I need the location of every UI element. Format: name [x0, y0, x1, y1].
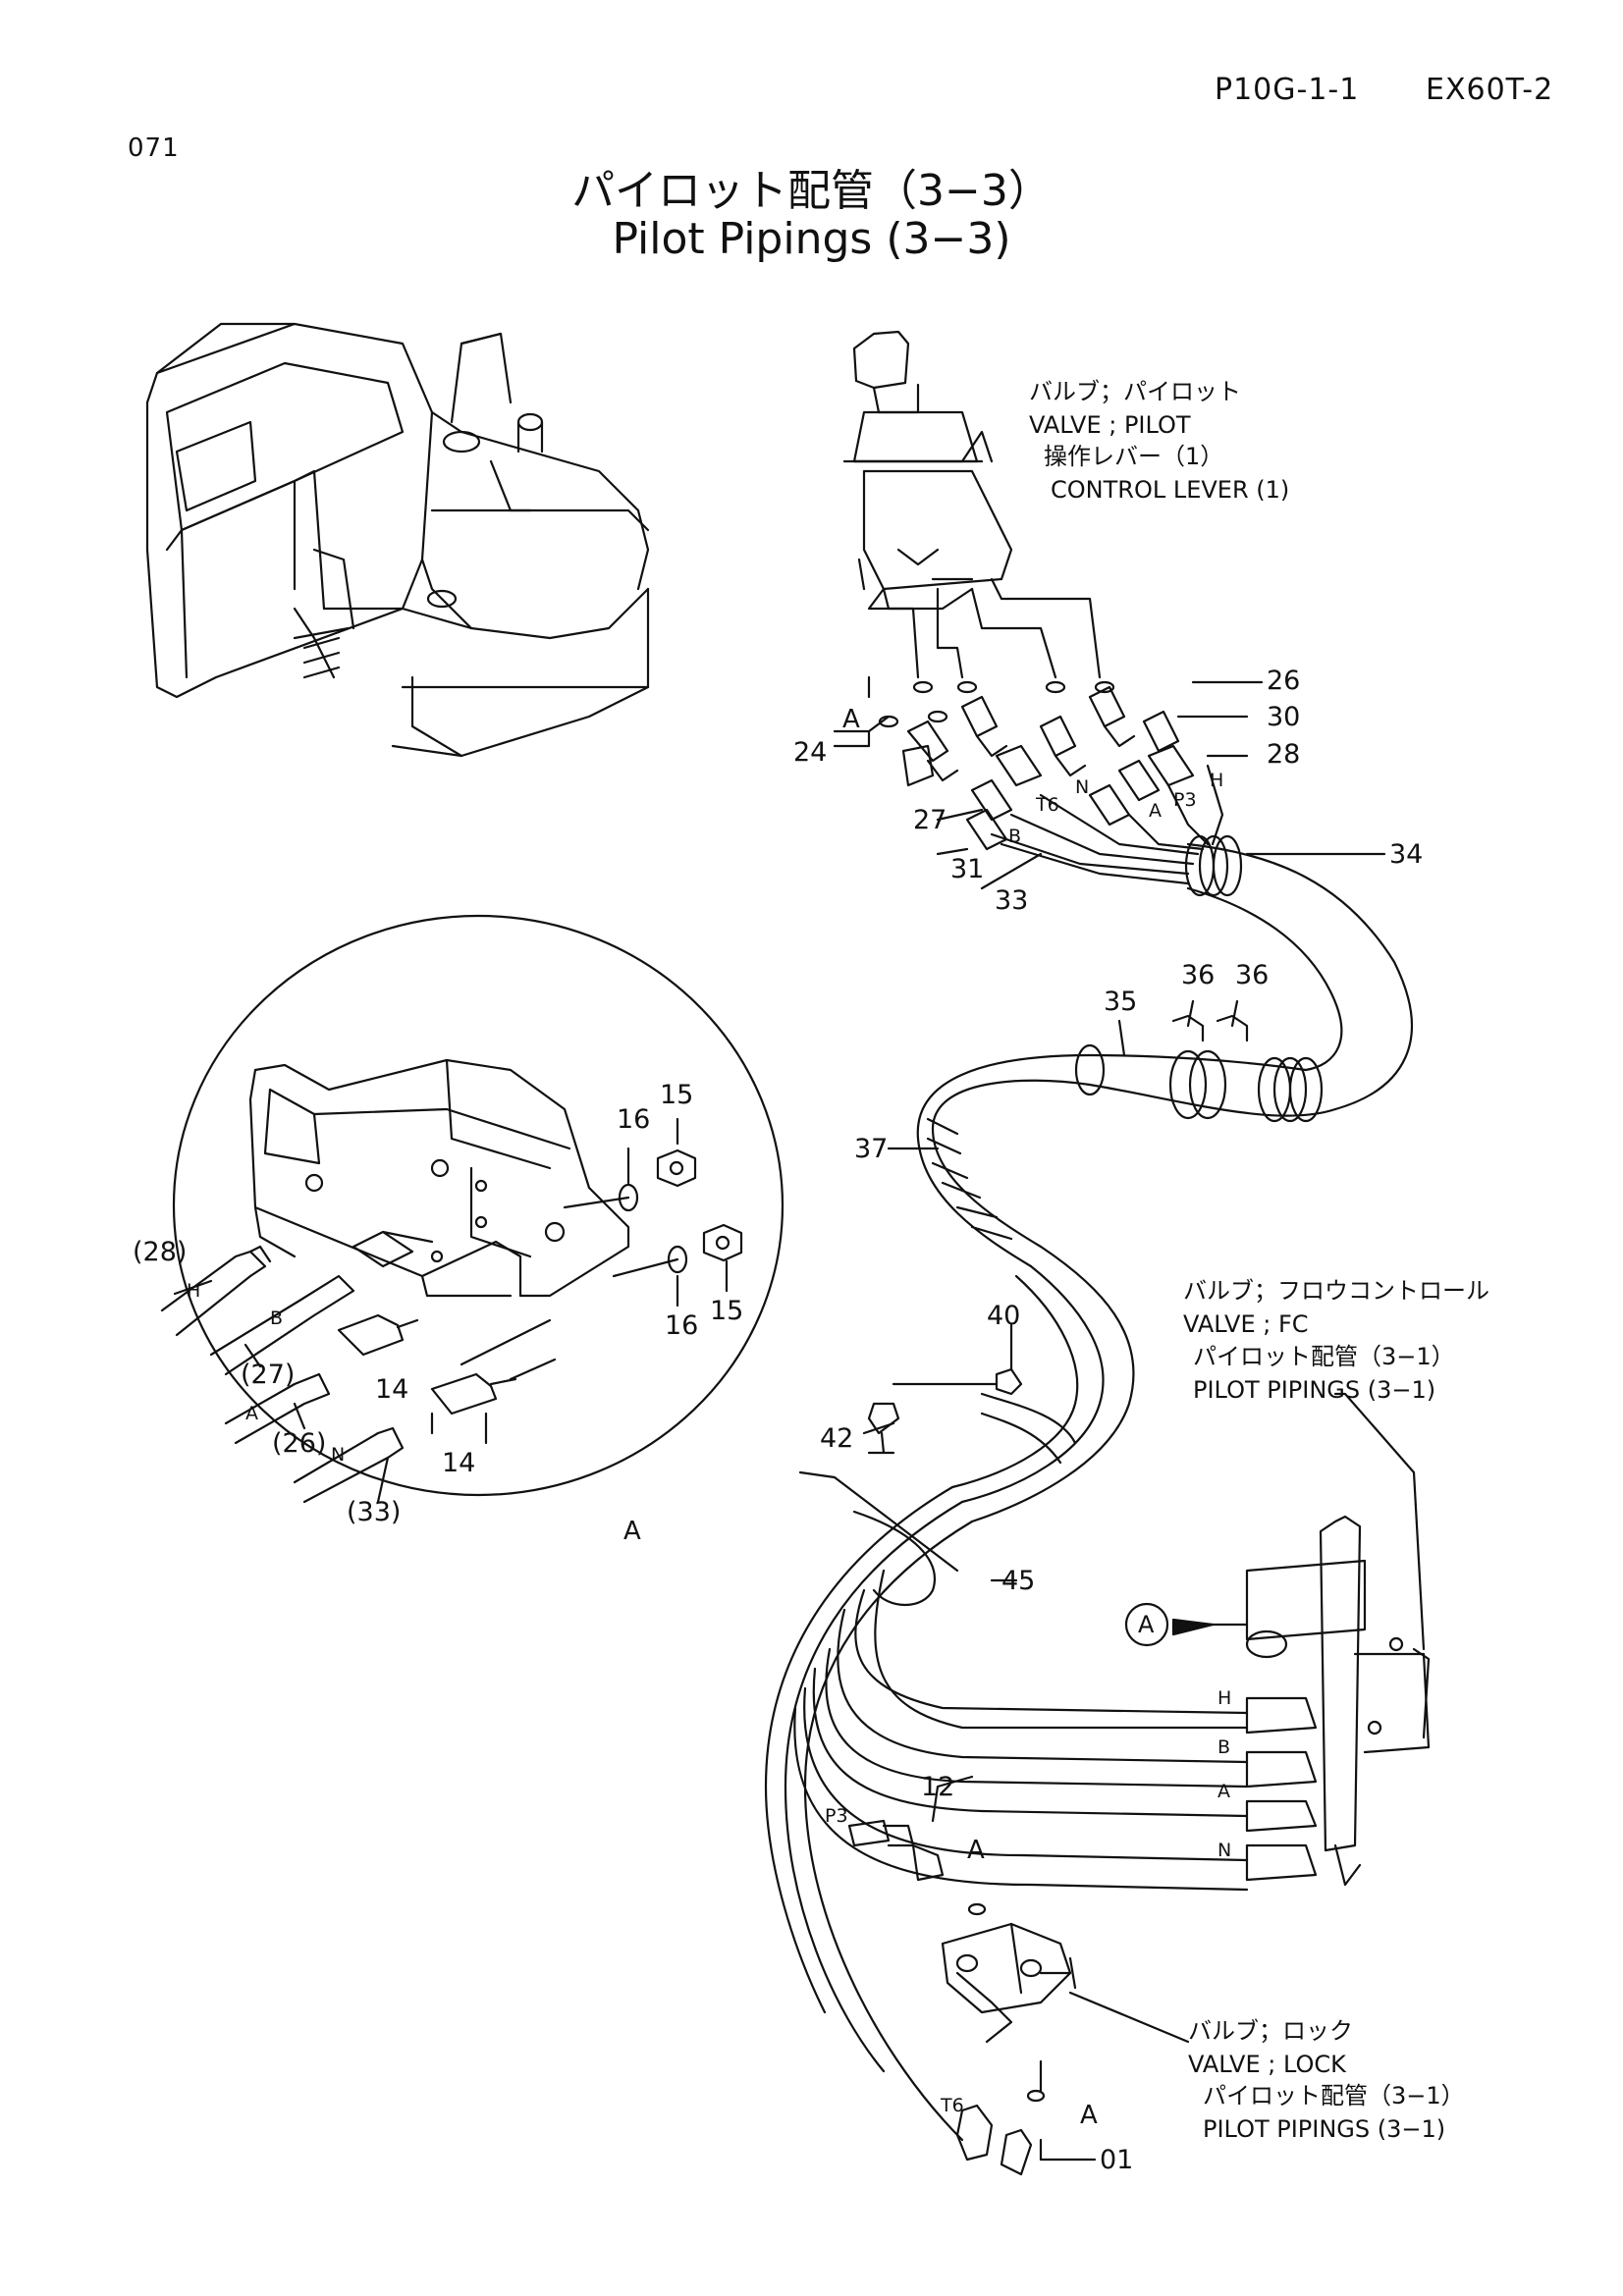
lock-valve-ref-jp: パイロット配管（3−1） — [1203, 2082, 1465, 2109]
port-letter: T6 — [1036, 794, 1059, 816]
port-letter: A — [1149, 800, 1162, 822]
lock-valve-label-jp: バルブ；ロック — [1188, 2017, 1353, 2045]
part-number: 35 — [1104, 987, 1138, 1017]
pilot-valve-label-jp: バルブ；パイロット — [1029, 378, 1241, 405]
detail-a-circle — [162, 916, 783, 1502]
part-number: 01 — [1100, 2145, 1134, 2175]
detail-part-number: (33) — [347, 1497, 402, 1527]
fc-valve-label-jp: バルブ；フロウコントロール — [1183, 1277, 1489, 1305]
model-code: EX60T-2 — [1426, 73, 1554, 107]
part-number: 27 — [913, 805, 947, 835]
part-number: 28 — [1267, 739, 1301, 770]
port-letter: B — [1217, 1736, 1231, 1758]
lock-valve-ref-en: PILOT PIPINGS (3−1) — [1203, 2115, 1446, 2143]
part-number: 45 — [1001, 1566, 1036, 1596]
port-letter: B — [270, 1308, 284, 1329]
port-letter: H — [1217, 1687, 1232, 1709]
view-arrow-letter: A — [1138, 1611, 1155, 1638]
part-number: 34 — [1389, 839, 1424, 870]
detail-part-number: 16 — [617, 1104, 651, 1135]
port-letter: P3 — [825, 1805, 848, 1827]
part-number: 36 — [1235, 960, 1270, 990]
part-number: 31 — [950, 854, 985, 884]
part-number: 33 — [995, 885, 1029, 916]
detail-part-number: 15 — [710, 1296, 744, 1326]
page-reference: P10G-1-1 — [1215, 73, 1360, 107]
part-number: 36 — [1181, 960, 1216, 990]
port-letter: T6 — [941, 2095, 964, 2116]
detail-reference-letter: A — [623, 1517, 641, 1546]
detail-part-number: (27) — [241, 1360, 296, 1390]
pilot-valve-ref-jp: 操作レバー（1） — [1044, 443, 1224, 470]
title-english: Pilot Pipings (3−3) — [612, 214, 1011, 264]
fc-valve-ref-en: PILOT PIPINGS (3−1) — [1193, 1376, 1436, 1404]
port-letter: A — [842, 705, 860, 734]
port-letter: N — [1217, 1840, 1232, 1861]
part-number: 40 — [987, 1301, 1021, 1331]
part-number: 12 — [921, 1772, 955, 1802]
part-number: 24 — [793, 737, 828, 768]
port-letter: B — [1008, 826, 1022, 847]
fc-valve-ref-jp: パイロット配管（3−1） — [1193, 1343, 1455, 1370]
port-letter: H — [1210, 770, 1224, 791]
part-number: 42 — [820, 1423, 854, 1454]
port-letter: A — [1080, 2101, 1098, 2130]
title-japanese: パイロット配管（3−3） — [571, 166, 1052, 216]
detail-part-number: 16 — [665, 1310, 699, 1341]
port-letter: N — [331, 1444, 346, 1466]
port-letter: A — [1217, 1781, 1230, 1802]
page-number: 071 — [128, 133, 180, 163]
pilot-valve-ref-en: CONTROL LEVER (1) — [1051, 476, 1290, 504]
detail-part-number: (28) — [133, 1237, 188, 1267]
detail-part-number: 14 — [442, 1448, 476, 1478]
part-number: 37 — [854, 1134, 889, 1164]
port-letter: A — [967, 1836, 985, 1865]
part-number: 30 — [1267, 702, 1301, 732]
port-letter: A — [245, 1403, 258, 1424]
pilot-valve-label-en: VALVE ; PILOT — [1029, 411, 1191, 439]
port-letter: H — [187, 1280, 201, 1302]
part-number: 26 — [1267, 666, 1301, 696]
port-letter: N — [1075, 776, 1090, 798]
detail-part-number: 15 — [660, 1080, 694, 1110]
detail-part-number: (26) — [272, 1428, 327, 1459]
lock-valve-label-en: VALVE ; LOCK — [1188, 2051, 1346, 2078]
pilot-valve-illustration — [766, 332, 1429, 2174]
fc-valve-label-en: VALVE ; FC — [1183, 1310, 1309, 1338]
excavator-illustration — [147, 324, 648, 756]
detail-part-number: 14 — [375, 1374, 409, 1405]
port-letter: P3 — [1173, 789, 1197, 811]
